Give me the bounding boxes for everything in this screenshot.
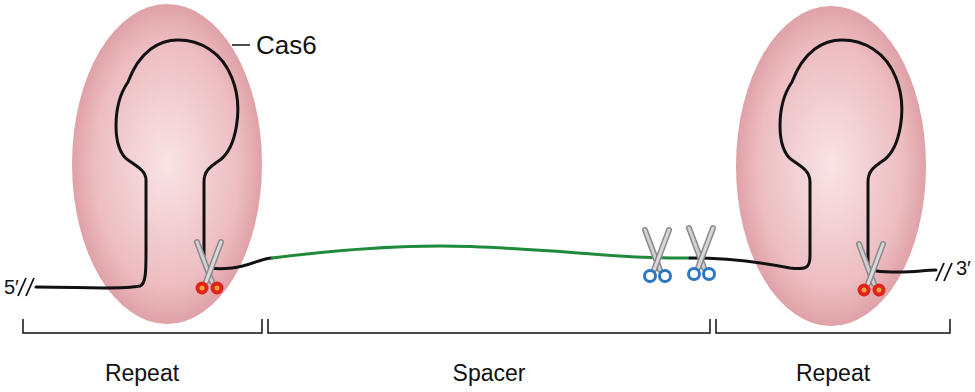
bracket (716, 319, 950, 333)
break-mark (936, 263, 952, 281)
region-label: Spacer (453, 362, 526, 385)
cas6-cleavage-scissors (196, 242, 224, 295)
trimming-scissors (689, 228, 715, 280)
break-mark (18, 278, 34, 296)
region-label: Repeat (105, 362, 179, 385)
end-label: 5′ (4, 277, 19, 297)
trimming-scissors (645, 230, 671, 282)
repeat-rna (690, 40, 936, 272)
cas6-protein (72, 4, 262, 324)
repeat-rna (36, 40, 272, 288)
leader-line (232, 44, 250, 46)
spacer-rna (272, 246, 690, 258)
protein-name: Cas6 (256, 32, 317, 58)
cas6-cleavage-scissors (858, 244, 886, 297)
bracket (268, 319, 710, 333)
bracket (23, 319, 262, 333)
end-label: 3′ (956, 258, 971, 278)
cas6-protein (736, 6, 926, 326)
region-label: Repeat (796, 362, 870, 385)
